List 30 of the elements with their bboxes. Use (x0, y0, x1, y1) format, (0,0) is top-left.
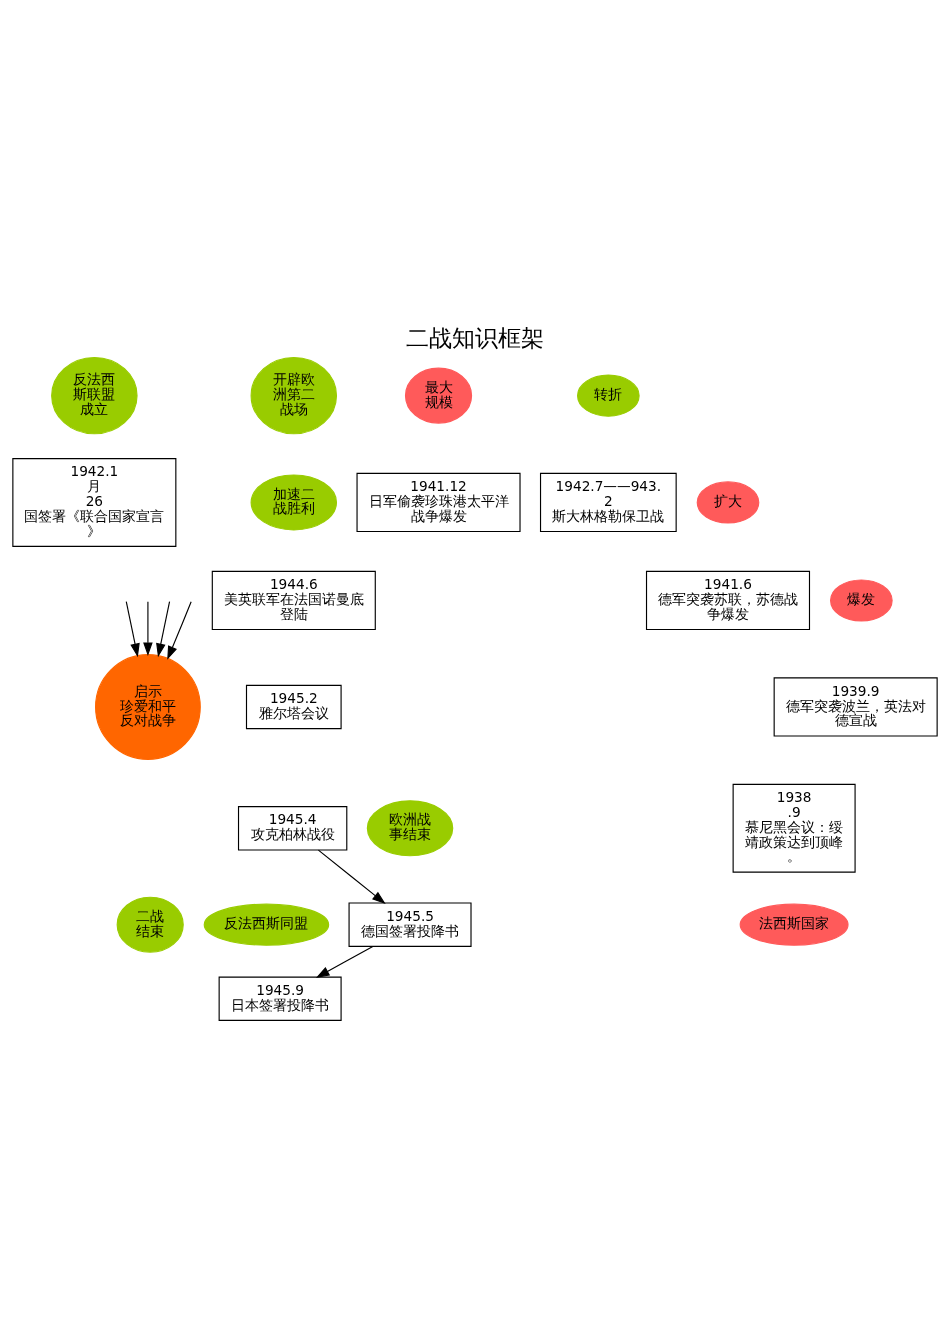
node-ellipse: 爆发 (830, 579, 893, 622)
node-ellipse: 开辟欧洲第二战场 (250, 356, 338, 435)
node-box: 1945.4 攻克柏林战役 (237, 806, 348, 851)
arrow (143, 601, 153, 657)
node-box: 1939.9 德军突袭波兰，英法对德宣战 (773, 677, 938, 737)
node-box: 1944.6 美英联军在法国诺曼底登陆 (211, 570, 376, 631)
node-ellipse: 反法西斯联盟成立 (51, 356, 138, 435)
node-ellipse: 最大规模 (404, 367, 473, 424)
node-ellipse: 二战结束 (116, 896, 184, 953)
node-ellipse: 欧洲战事结束 (366, 800, 454, 857)
arrow (156, 601, 171, 658)
node-box: 1941.6 德军突袭苏联，苏德战争爆发 (645, 570, 811, 631)
node-ellipse: 反法西斯同盟 (203, 903, 330, 946)
node-ellipse: 转折 (577, 374, 640, 417)
arrow (125, 601, 140, 658)
node-ellipse: 扩大 (696, 481, 760, 524)
node-circle: 启示 珍爱和平反对战争 (95, 654, 201, 760)
node-ellipse: 法西斯国家 (739, 903, 849, 946)
node-box: 1938 .9 慕尼黑会议：绥靖政策达到顶峰。 (732, 783, 856, 873)
node-box: 1945.9 日本签署投降书 (218, 976, 342, 1021)
node-box: 1941.12 日军偷袭珍珠港太平洋战争爆发 (356, 472, 521, 533)
diagram-title: 二战知识框架 (406, 325, 544, 352)
node-ellipse: 加速二战胜利 (250, 474, 338, 531)
node-box: 1942.7——943.2 斯大林格勒保卫战 (539, 472, 677, 533)
node-box: 1942.1 月 26 国签署《联合国家宣言》 (12, 458, 177, 547)
node-box: 1945.5 德国签署投降书 (348, 902, 472, 947)
arrow (315, 945, 374, 978)
arrow (167, 601, 192, 660)
arrow (317, 849, 386, 904)
node-box: 1945.2雅尔塔会议 (245, 684, 342, 730)
